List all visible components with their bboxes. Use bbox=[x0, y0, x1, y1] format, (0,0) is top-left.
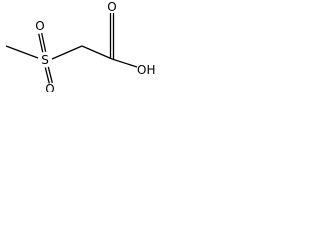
bond-sulfur-oxygen-bottom-a bbox=[44, 67, 50, 84]
bond-methyl-sulfur bbox=[5, 45, 39, 59]
bond-methylene-carbonyl bbox=[81, 45, 113, 60]
bond-sulfur-methylene bbox=[51, 45, 83, 60]
hydroxyl-label: OH bbox=[137, 63, 155, 77]
bond-carbonyl-hydroxyl bbox=[111, 58, 138, 68]
sulfur-label: S bbox=[41, 53, 49, 67]
oxygen-top-label: O bbox=[35, 19, 44, 33]
oxygen-bottom-label: O bbox=[45, 82, 54, 92]
bond-sulfur-oxygen-top-b bbox=[41, 32, 47, 52]
carbonyl-oxygen-label: O bbox=[107, 0, 116, 14]
bond-sulfur-oxygen-top-a bbox=[38, 33, 44, 53]
chemical-structure: S O O O OH bbox=[5, 0, 155, 92]
bond-sulfur-oxygen-bottom-b bbox=[47, 66, 53, 84]
